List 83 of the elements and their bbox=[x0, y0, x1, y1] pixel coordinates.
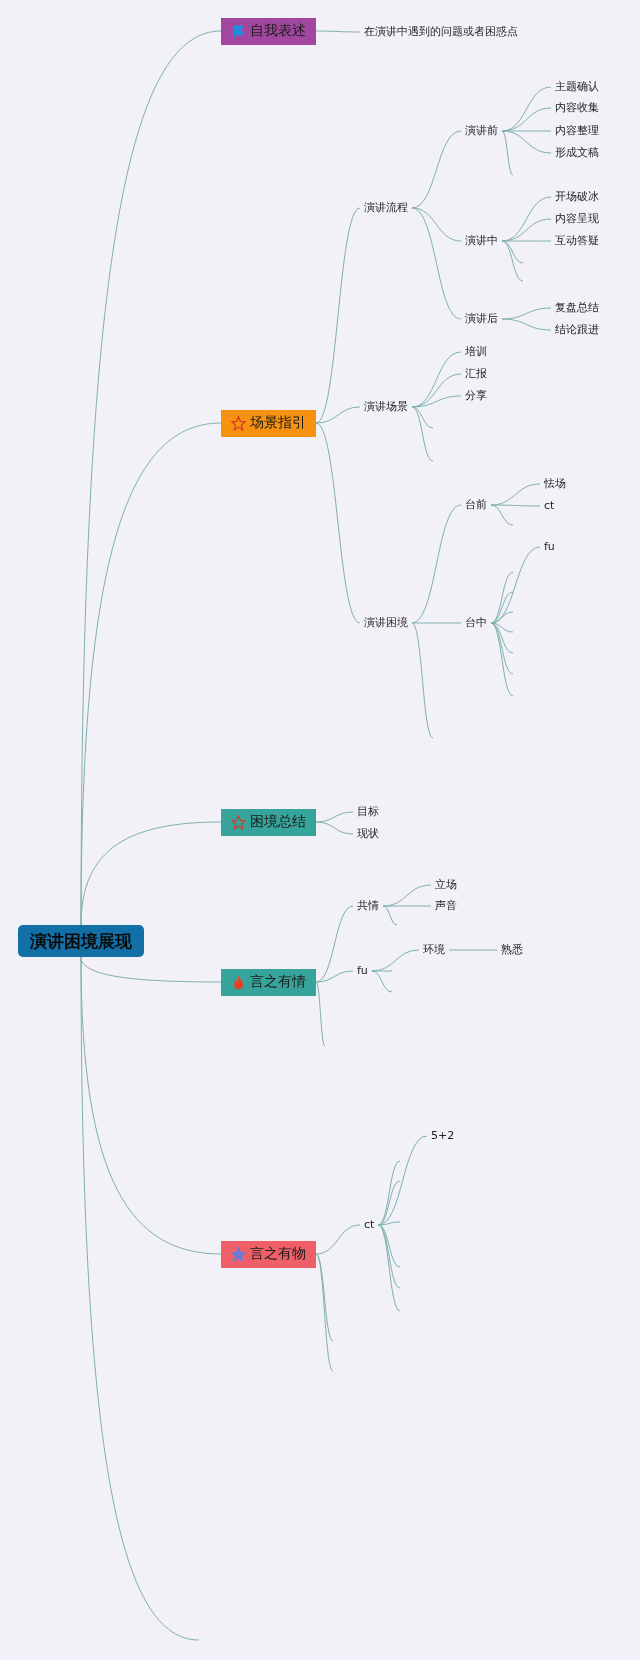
branch-line bbox=[80, 956, 200, 1641]
branch-line bbox=[490, 622, 514, 697]
topic-box bbox=[221, 1240, 316, 1268]
branch-line bbox=[448, 949, 498, 951]
topic-label: 自我表述 bbox=[250, 22, 306, 40]
branch-line bbox=[490, 571, 514, 624]
topic-label: 困境总结 bbox=[250, 813, 306, 831]
branch-line bbox=[501, 130, 514, 176]
central-topic: 演讲困境展现 bbox=[18, 925, 144, 957]
branch-line bbox=[490, 504, 514, 526]
branch-label: 演讲场景 bbox=[360, 399, 412, 415]
branch-label: fu bbox=[540, 539, 559, 555]
branch-label: 分享 bbox=[461, 388, 491, 404]
topic-box bbox=[221, 409, 316, 437]
branch-label: 环境 bbox=[419, 942, 449, 958]
branch-line bbox=[315, 1224, 361, 1255]
branch-line bbox=[411, 622, 462, 624]
branch-label: 5+2 bbox=[427, 1128, 459, 1144]
branch-label: ct bbox=[540, 498, 559, 514]
branch-label: 互动答疑 bbox=[551, 233, 603, 249]
branch-line bbox=[411, 207, 462, 320]
branch-label: 目标 bbox=[353, 804, 383, 820]
topic-label: 言之有物 bbox=[250, 1245, 306, 1263]
branch-label: 结论跟进 bbox=[551, 322, 603, 338]
branch-label: 复盘总结 bbox=[551, 300, 603, 316]
branch-line bbox=[501, 240, 524, 282]
branch-line bbox=[490, 611, 514, 624]
topic-box bbox=[221, 808, 316, 836]
branch-label: 台中 bbox=[461, 615, 491, 631]
branch-line bbox=[490, 622, 514, 675]
topic-label: 场景指引 bbox=[250, 414, 306, 432]
branch-label: 演讲流程 bbox=[360, 200, 412, 216]
branch-label: 熟悉 bbox=[497, 942, 527, 958]
branch-label: 主题确认 bbox=[551, 79, 603, 95]
branch-line bbox=[501, 130, 552, 154]
branch-line bbox=[377, 1221, 401, 1226]
branch-label: 立场 bbox=[431, 877, 461, 893]
branch-line bbox=[371, 970, 393, 993]
branch-label: 内容呈现 bbox=[551, 211, 603, 227]
topic-box bbox=[221, 968, 316, 996]
branch-line bbox=[377, 1224, 401, 1312]
branch-label: fu bbox=[353, 963, 372, 979]
branch-line bbox=[377, 1180, 401, 1226]
branch-line bbox=[315, 970, 354, 983]
branch-label: 演讲中 bbox=[461, 233, 502, 249]
branch-line bbox=[315, 821, 354, 835]
branch-line bbox=[411, 130, 462, 209]
branch-line bbox=[411, 622, 434, 739]
branch-line bbox=[315, 811, 354, 823]
branch-line bbox=[490, 504, 541, 507]
topic-label: 言之有情 bbox=[250, 973, 306, 991]
branch-line bbox=[315, 30, 361, 33]
branch-label: 演讲后 bbox=[461, 311, 502, 327]
branch-label: ct bbox=[360, 1217, 379, 1233]
branch-line bbox=[315, 406, 361, 424]
branch-line bbox=[80, 821, 222, 926]
branch-line bbox=[315, 1253, 334, 1372]
branch-line bbox=[382, 905, 398, 926]
branch-label: 形成文稿 bbox=[551, 145, 603, 161]
branch-label: 声音 bbox=[431, 898, 461, 914]
branch-line bbox=[371, 970, 393, 972]
branch-label: 开场破冰 bbox=[551, 189, 603, 205]
branch-line bbox=[411, 207, 462, 242]
branch-label: 在演讲中遇到的问题或者困惑点 bbox=[360, 24, 522, 40]
branch-label: 内容整理 bbox=[551, 123, 603, 139]
branch-label: 演讲前 bbox=[461, 123, 502, 139]
branch-label: 共情 bbox=[353, 898, 383, 914]
branch-label: 汇报 bbox=[461, 366, 491, 382]
branch-line bbox=[501, 318, 552, 331]
branch-label: 培训 bbox=[461, 344, 491, 360]
branch-label: 演讲困境 bbox=[360, 615, 412, 631]
branch-line bbox=[490, 622, 514, 633]
branch-label: 台前 bbox=[461, 497, 491, 513]
branch-line bbox=[315, 422, 361, 624]
branch-line bbox=[315, 207, 361, 424]
branch-line bbox=[411, 395, 462, 408]
branch-label: 怯场 bbox=[540, 476, 570, 492]
branch-label: 内容收集 bbox=[551, 100, 603, 116]
topic-box bbox=[221, 17, 316, 45]
branch-line bbox=[501, 240, 552, 242]
branch-label: 现状 bbox=[353, 826, 383, 842]
branch-line bbox=[411, 406, 434, 462]
branch-line bbox=[382, 905, 432, 907]
